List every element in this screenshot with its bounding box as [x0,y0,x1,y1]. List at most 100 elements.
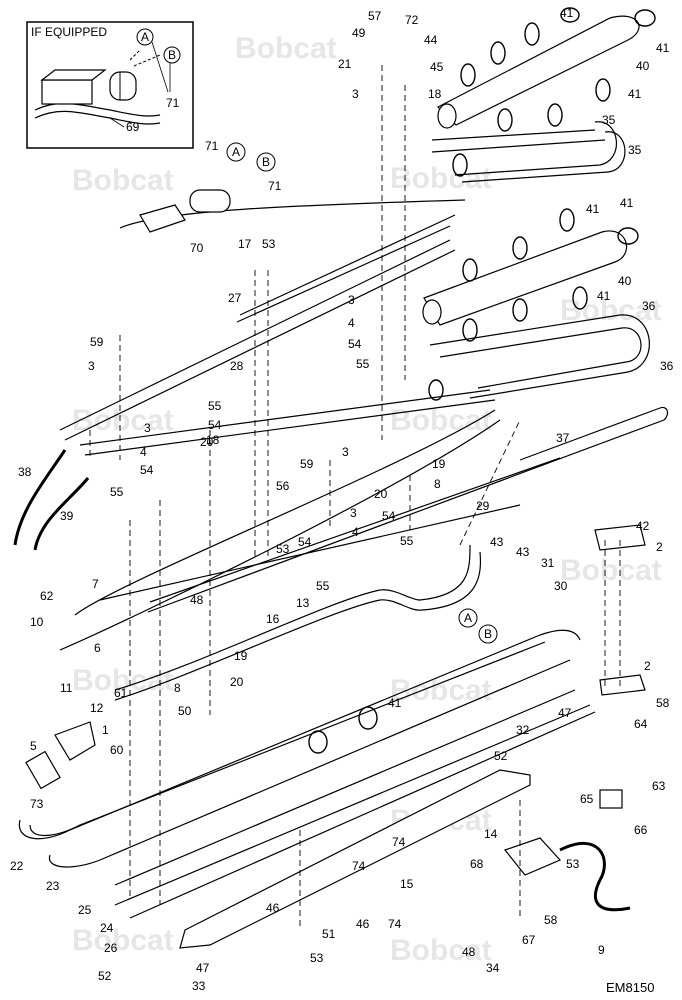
callout-54: 54 [140,463,154,477]
inset-label-71: 71 [166,96,180,110]
callout-61: 61 [114,686,128,700]
callout-32: 32 [516,723,530,737]
callout-28: 28 [230,359,244,373]
callout-12: 12 [90,701,104,715]
callout-1: 1 [102,723,109,737]
callout-38: 38 [18,465,32,479]
watermark-text: Bobcat [72,924,174,957]
callout-53: 53 [276,542,290,556]
circled-letter-a: A [226,142,246,162]
callout-3: 3 [88,359,95,373]
drawing-reference-number: EM8150 [606,980,654,995]
callout-54: 54 [208,418,222,432]
callout-22: 22 [10,859,24,873]
callout-23: 23 [46,879,60,893]
callout-4: 4 [348,316,355,330]
watermark-text: Bobcat [390,934,492,967]
callout-47: 47 [558,706,572,720]
callout-5: 5 [30,739,37,753]
callout-46: 46 [266,901,280,915]
parts-line-art [13,7,669,949]
callout-49: 49 [352,26,366,40]
callout-36: 36 [642,299,656,313]
callout-27: 27 [228,291,242,305]
callout-53: 53 [566,857,580,871]
callout-50: 50 [178,704,192,718]
callout-8: 8 [174,681,181,695]
watermark-text: Bobcat [235,32,337,65]
callout-74: 74 [352,859,366,873]
circled-letter-text: A [464,611,472,625]
callout-30: 30 [554,579,568,593]
callout-14: 14 [484,827,498,841]
callout-53: 53 [262,237,276,251]
if-equipped-inset: IF EQUIPPED A B 69 71 [26,21,194,149]
callout-20: 20 [230,675,244,689]
circled-letter-b: B [478,624,498,644]
callout-41: 41 [586,202,600,216]
circled-letter-text: B [262,155,270,169]
callout-15: 15 [400,877,414,891]
callout-44: 44 [424,33,438,47]
callout-29: 29 [476,499,490,513]
callout-11: 11 [60,681,73,695]
callout-58: 58 [656,696,670,710]
circled-letter-a: A [458,608,478,628]
callout-54: 54 [348,337,362,351]
callout-64: 64 [634,717,648,731]
callout-2: 2 [656,540,663,554]
callout-21: 21 [338,57,352,71]
watermark-text: Bobcat [72,164,174,197]
callout-3: 3 [352,87,359,101]
callout-19: 19 [432,457,446,471]
callout-60: 60 [110,743,124,757]
callout-53: 53 [310,951,324,965]
callout-58: 58 [544,913,558,927]
callout-33: 33 [192,979,206,993]
callout-9: 9 [598,943,605,957]
callout-55: 55 [316,579,330,593]
callout-51: 51 [322,927,336,941]
callout-63: 63 [652,779,666,793]
callout-57: 57 [368,9,382,23]
callout-20: 20 [200,435,214,449]
callout-45: 45 [430,60,444,74]
callout-55: 55 [208,399,222,413]
callout-41: 41 [388,696,402,710]
callout-19: 19 [234,649,248,663]
callout-3: 3 [348,293,355,307]
callout-65: 65 [580,792,594,806]
callout-47: 47 [196,961,210,975]
circled-letter-text: B [484,627,492,641]
callout-41: 41 [560,6,574,20]
callout-54: 54 [298,535,312,549]
callout-34: 34 [486,961,500,975]
callout-26: 26 [104,941,118,955]
callout-4: 4 [352,525,359,539]
callout-25: 25 [78,903,92,917]
callout-37: 37 [556,431,570,445]
circled-letter-text: A [232,145,240,159]
callout-41: 41 [656,41,670,55]
callout-52: 52 [98,969,112,983]
callout-40: 40 [636,59,650,73]
watermark-text: Bobcat [560,554,662,587]
callout-73: 73 [30,797,44,811]
callout-59: 59 [90,335,104,349]
callout-59: 59 [300,457,314,471]
inset-letter-b: B [168,48,176,62]
callout-17: 17 [238,237,252,251]
callout-7: 7 [92,577,99,591]
callout-18: 18 [206,433,220,447]
callout-39: 39 [60,509,74,523]
callout-35: 35 [602,113,616,127]
watermark-text: Bobcat [72,404,174,437]
callout-54: 54 [382,509,396,523]
callout-68: 68 [470,857,484,871]
callout-35: 35 [628,143,642,157]
callout-43: 43 [490,535,504,549]
callout-41: 41 [628,87,642,101]
